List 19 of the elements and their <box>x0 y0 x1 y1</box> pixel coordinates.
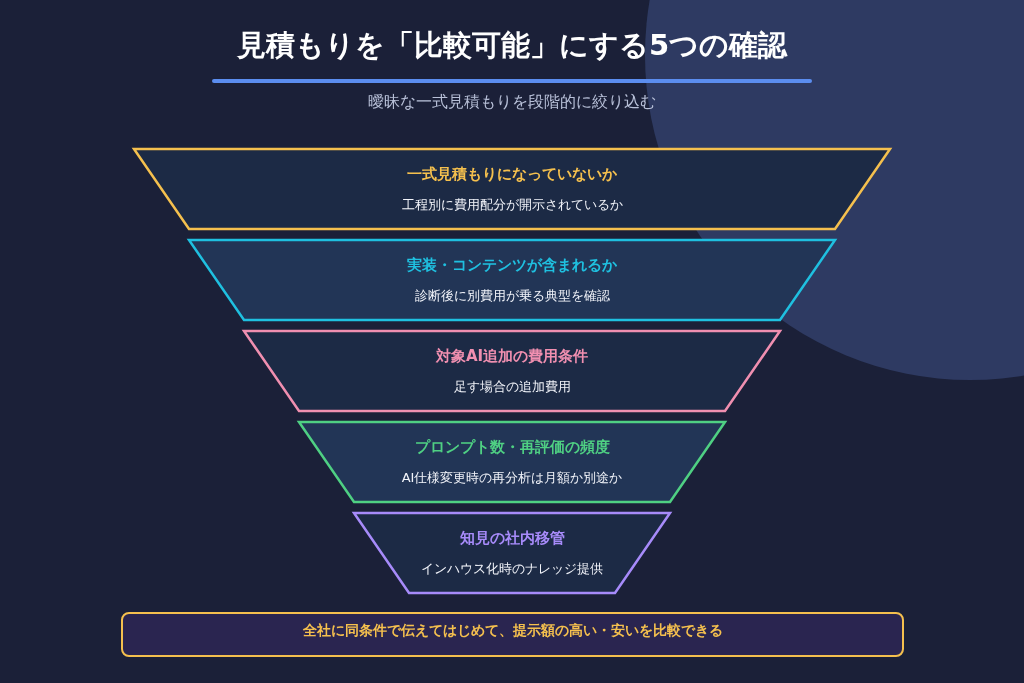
funnel-stage <box>134 149 890 229</box>
funnel-stage <box>354 513 670 593</box>
conclusion-banner <box>121 612 904 657</box>
stage-description: 診断後に別費用が乗る典型を確認 <box>414 286 610 305</box>
subtitle: 曖昧な一式見積もりを段階的に絞り込む <box>367 92 657 113</box>
funnel-stage <box>244 331 780 411</box>
stage-description: AI仕様変更時の再分析は月額か別途か <box>401 468 623 487</box>
funnel-stage <box>299 422 725 502</box>
conclusion-text: 全社に同条件で伝えてはじめて、提示額の高い・安いを比較できる <box>302 622 723 640</box>
stage-heading: プロンプト数・再評価の頻度 <box>414 437 610 457</box>
stage-heading: 知見の社内移管 <box>459 528 565 548</box>
stage-heading: 対象AI追加の費用条件 <box>435 346 589 366</box>
title: 見積もりを「比較可能」にする5つの確認 <box>235 27 789 64</box>
stage-description: 足す場合の追加費用 <box>453 377 571 396</box>
stage-heading: 一式見積もりになっていないか <box>407 164 617 184</box>
stage-description: 工程別に費用配分が開示されているか <box>401 195 623 214</box>
stage-description: インハウス化時のナレッジ提供 <box>421 559 603 578</box>
stage-heading: 実装・コンテンツが含まれるか <box>407 255 617 275</box>
funnel-stage <box>189 240 835 320</box>
